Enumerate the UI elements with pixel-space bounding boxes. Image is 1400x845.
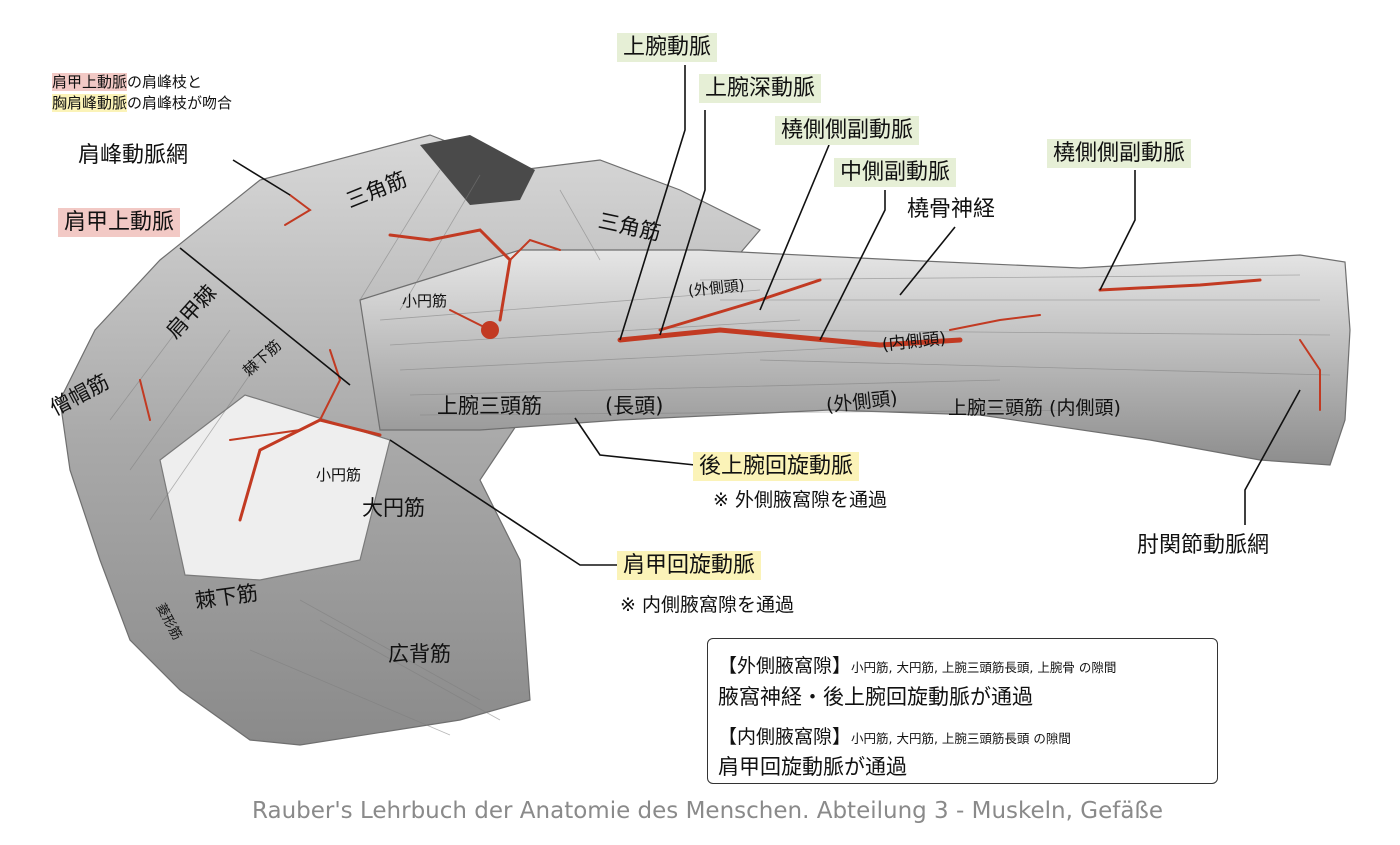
anastomosis-note: 肩甲上動脈の肩峰枝と bbox=[52, 73, 203, 91]
muscle-long-head: (長頭) bbox=[605, 394, 664, 418]
label-circumflex-scapular: 肩甲回旋動脈 bbox=[617, 551, 762, 581]
muscle-teres-minor-2: 小円筋 bbox=[316, 466, 362, 484]
label-middle-collateral-artery: 中側副動脈 bbox=[834, 158, 957, 188]
label-radial-collateral-artery-2: 橈側側副動脈 bbox=[1047, 139, 1192, 169]
label-radial-nerve: 橈骨神経 bbox=[907, 197, 996, 222]
medial-space-bounds: 小円筋, 大円筋, 上腕三頭筋長頭 の隙間 bbox=[851, 731, 1071, 746]
label-posterior-circumflex-humeral: 後上腕回旋動脈 bbox=[693, 452, 860, 482]
muscle-triceps-long: 上腕三頭筋 bbox=[437, 394, 542, 418]
note-suprascapular: 肩甲上動脈 bbox=[52, 73, 128, 91]
upper-arm bbox=[359, 249, 1351, 466]
medial-space-title: 【内側腋窩隙】 bbox=[718, 726, 852, 748]
axillary-spaces-box: 【外側腋窩隙】小円筋, 大円筋, 上腕三頭筋長頭, 上腕骨 の隙間 腋窩神経・後… bbox=[707, 638, 1218, 784]
lateral-space-title: 【外側腋窩隙】 bbox=[718, 655, 852, 677]
label-suprascapular-artery: 肩甲上動脈 bbox=[58, 208, 181, 238]
label-acromial-network: 肩峰動脈網 bbox=[78, 143, 189, 168]
scapula-window bbox=[159, 394, 391, 581]
lateral-space-heading: 【外側腋窩隙】小円筋, 大円筋, 上腕三頭筋長頭, 上腕骨 の隙間 bbox=[718, 651, 1116, 678]
deltoid-cut bbox=[420, 135, 535, 205]
muscle-teres-minor-1: 小円筋 bbox=[402, 292, 448, 310]
note-line2-rest: の肩峰枝が吻合 bbox=[127, 94, 233, 112]
note-medial-space: ※ 内側腋窩隙を通過 bbox=[620, 594, 794, 616]
medial-space-passes: 肩甲回旋動脈が通過 bbox=[718, 755, 907, 779]
medial-space-heading: 【内側腋窩隙】小円筋, 大円筋, 上腕三頭筋長頭 の隙間 bbox=[718, 722, 1071, 749]
muscle-latissimus: 広背筋 bbox=[388, 642, 451, 666]
label-elbow-network: 肘関節動脈網 bbox=[1137, 533, 1270, 558]
note-thoracoacromial: 胸肩峰動脈 bbox=[52, 94, 128, 112]
label-deep-brachial-artery: 上腕深動脈 bbox=[699, 74, 822, 104]
label-brachial-artery: 上腕動脈 bbox=[617, 33, 718, 63]
source-credit: Rauber's Lehrbuch der Anatomie des Mensc… bbox=[252, 798, 1164, 824]
label-radial-collateral-artery-1: 橈側側副動脈 bbox=[775, 116, 920, 146]
muscle-teres-major: 大円筋 bbox=[362, 496, 425, 520]
anastomosis-note-2: 胸肩峰動脈の肩峰枝が吻合 bbox=[52, 94, 233, 112]
lateral-space-bounds: 小円筋, 大円筋, 上腕三頭筋長頭, 上腕骨 の隙間 bbox=[851, 660, 1117, 675]
note-line1-rest: の肩峰枝と bbox=[127, 73, 203, 91]
lateral-space-passes: 腋窩神経・後上腕回旋動脈が通過 bbox=[718, 685, 1033, 709]
note-lateral-space: ※ 外側腋窩隙を通過 bbox=[713, 489, 887, 511]
muscle-triceps-medial: 上腕三頭筋 (内側頭) bbox=[948, 397, 1121, 419]
